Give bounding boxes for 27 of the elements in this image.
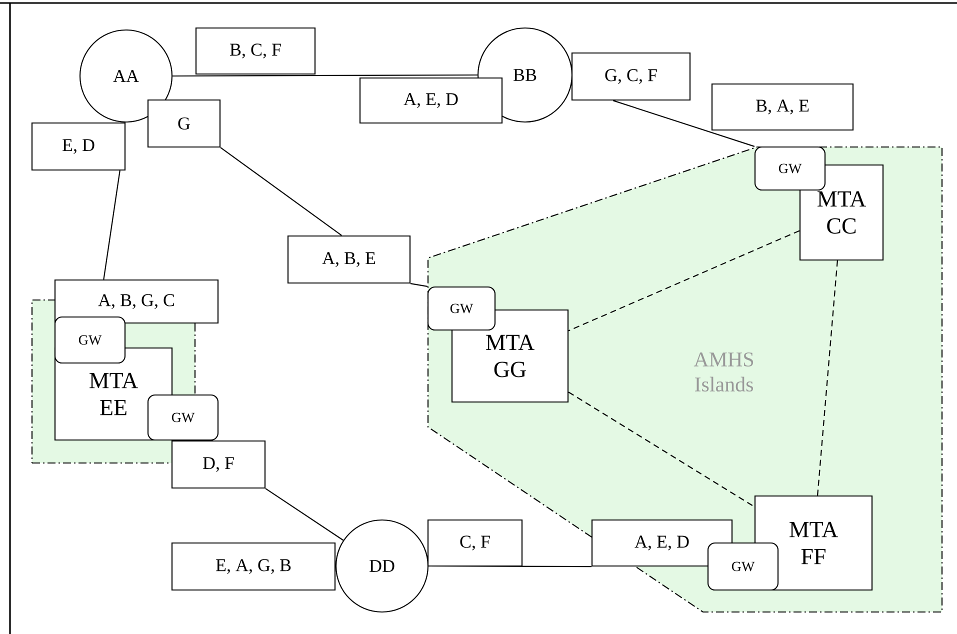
label-box: B, C, F <box>195 27 316 75</box>
label-box: B, A, E <box>711 83 854 131</box>
label-box: D, F <box>171 440 266 489</box>
gateway-box: GW <box>427 286 496 331</box>
label-box: E, D <box>31 122 126 171</box>
label-box: A, E, D <box>359 77 503 124</box>
gateway-box: GW <box>147 394 219 441</box>
dashed-link <box>568 230 800 332</box>
gateway-box: GW <box>754 146 826 191</box>
label-box: E, A, G, B <box>171 542 336 591</box>
mta-box: MTA FF <box>754 495 873 591</box>
dashed-link <box>568 392 755 508</box>
gateway-box: GW <box>54 316 126 364</box>
link-line <box>265 488 344 541</box>
link-line <box>103 170 120 280</box>
label-box: G, C, F <box>571 52 691 101</box>
link-line <box>612 100 755 147</box>
link-line <box>428 565 592 568</box>
label-box: C, F <box>427 519 523 567</box>
link-line <box>410 283 428 287</box>
label-box: A, B, E <box>287 235 411 284</box>
label-box: G <box>147 99 221 148</box>
link-line <box>172 74 478 77</box>
label-box: A, B, G, C <box>54 279 219 324</box>
link-line <box>220 147 342 236</box>
gateway-box: GW <box>707 542 779 591</box>
dashed-link <box>817 260 838 496</box>
